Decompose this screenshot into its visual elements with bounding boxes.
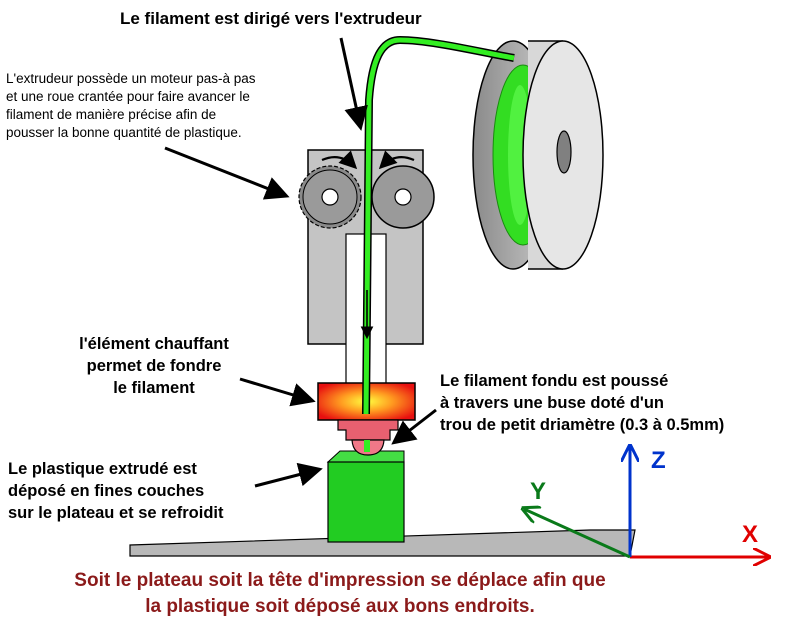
- heater-line-2: permet de fondre: [86, 357, 222, 375]
- axis-z-label: Z: [651, 447, 666, 474]
- axis-y-label: Y: [530, 478, 546, 505]
- heater-description: l'élément chauffant permet de fondre le …: [40, 333, 268, 399]
- heater-line-1: l'élément chauffant: [79, 335, 229, 353]
- axis-y-arrow: [524, 509, 631, 559]
- plastic-line-3: sur le plateau et se refroidit: [8, 504, 224, 522]
- rotation-arrow-right-icon: [378, 150, 415, 170]
- heater-line-3: le filament: [113, 379, 195, 397]
- plastic-description: Le plastique extrudé est déposé en fines…: [8, 458, 223, 524]
- printed-block: [326, 450, 405, 543]
- callout-arrow-heater: [239, 377, 316, 407]
- filament-spool: [472, 40, 604, 270]
- plastic-line-1: Le plastique extrudé est: [8, 460, 197, 478]
- title-filament-direction: Le filament est dirigé vers l'extrudeur: [120, 9, 422, 28]
- nozzle: [337, 419, 399, 456]
- callout-arrow-plastic: [254, 462, 323, 488]
- callout-arrow-title: [339, 37, 368, 131]
- extruder-line-3: filament de manière précise afin de: [6, 107, 217, 122]
- nozzle-line-3: trou de petit driamètre (0.3 à 0.5mm): [440, 416, 725, 434]
- extruder-line-2: et une roue crantée pour faire avancer l…: [6, 89, 250, 104]
- extruder-description: L'extrudeur possède un moteur pas-à pas …: [6, 70, 255, 142]
- nozzle-line-2: à travers une buse doté d'un: [440, 394, 664, 412]
- rotation-arrow-left-icon: [321, 150, 358, 170]
- idler-wheel: [371, 165, 435, 229]
- build-plate: [129, 529, 636, 557]
- footer-line-2: la plastique soit déposé aux bons endroi…: [145, 596, 535, 617]
- drive-gear: [298, 165, 362, 229]
- footer-line-1: Soit le plateau soit la tête d'impressio…: [74, 570, 606, 591]
- extruder-line-4: pousser la bonne quantité de plastique.: [6, 125, 242, 140]
- footer-caption: Soit le plateau soit la tête d'impressio…: [0, 568, 680, 620]
- axis-triad: X Z Y: [524, 447, 768, 557]
- plastic-line-2: déposé en fines couches: [8, 482, 205, 500]
- axis-x-label: X: [742, 521, 758, 548]
- nozzle-line-1: Le filament fondu est poussé: [440, 372, 669, 390]
- extruder-line-1: L'extrudeur possède un moteur pas-à pas: [6, 71, 256, 86]
- callout-arrow-nozzle: [391, 408, 437, 445]
- callout-arrow-extruder: [164, 146, 290, 200]
- nozzle-description: Le filament fondu est poussé à travers u…: [440, 370, 724, 436]
